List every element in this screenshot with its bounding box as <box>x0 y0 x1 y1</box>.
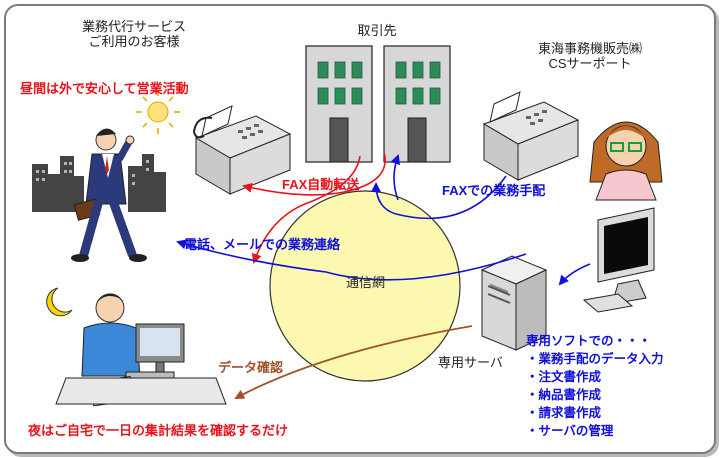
software-tasks-list: 専用ソフトでの・・・ ・業務手配のデータ入力 ・注文書作成 ・納品書作成 ・請求… <box>526 332 664 440</box>
software-task-item: ・サーバの管理 <box>526 424 614 438</box>
diagram-graphics <box>32 45 663 407</box>
server-label: 専用サーバ <box>438 355 503 370</box>
customer-title-line1: 業務代行サービス <box>81 19 186 34</box>
cs-title-line2: CSサーポート <box>548 55 632 71</box>
diagram-frame: 業務代行サービス ご利用のお客様 昼間は外で安心して営業活動 取引先 東海事務機… <box>4 4 716 454</box>
data-check-label: データ確認 <box>218 360 284 375</box>
software-tasks-title: 専用ソフトでの・・・ <box>526 334 652 348</box>
network-circle <box>269 190 461 382</box>
data-check-arrow <box>234 325 473 399</box>
businessman-walking-icon <box>71 128 147 262</box>
fax-forward-label: FAX自動転送 <box>282 177 360 192</box>
moon-icon <box>46 287 73 317</box>
client-buildings-icon <box>305 45 451 163</box>
phone-mail-label: 電話、メールでの業務連絡 <box>184 237 341 252</box>
cs-title-line1: 東海事務機販売㈱ <box>537 41 642 56</box>
client-label: 取引先 <box>357 23 397 38</box>
software-task-item: ・納品書作成 <box>526 388 602 402</box>
pc-to-server-arrow <box>558 263 591 286</box>
software-task-item: ・業務手配のデータ入力 <box>526 352 664 366</box>
fax-machine-left-icon <box>192 105 292 195</box>
sun-icon <box>136 90 180 134</box>
desktop-monitor-icon <box>582 207 655 313</box>
software-task-item: ・請求書作成 <box>526 406 602 420</box>
phone-mail-arrow <box>176 239 527 281</box>
network-label: 通信網 <box>346 275 386 290</box>
customer-title: 業務代行サービス ご利用のお客様 <box>74 19 194 50</box>
person-at-computer-icon <box>55 293 227 407</box>
fax-business-label: FAXでの業務手配 <box>442 183 546 198</box>
customer-title-line2: ご利用のお客様 <box>88 33 180 49</box>
fax-machine-right-icon <box>482 91 580 181</box>
software-task-item: ・注文書作成 <box>526 370 602 384</box>
cs-title: 東海事務機販売㈱ CSサーポート <box>530 41 650 72</box>
fax-forward-arrow-right <box>242 151 386 196</box>
fax-forward-arrow-down <box>251 155 361 264</box>
support-staff-icon <box>589 121 663 201</box>
night-caption: 夜はご自宅で一日の集計結果を確認するだけ <box>28 423 289 438</box>
fax-business-arrow <box>371 175 507 220</box>
city-skyline-icon <box>32 154 166 212</box>
fax-to-client-arrow <box>390 154 400 201</box>
daytime-caption: 昼間は外で安心して営業活動 <box>20 81 189 96</box>
